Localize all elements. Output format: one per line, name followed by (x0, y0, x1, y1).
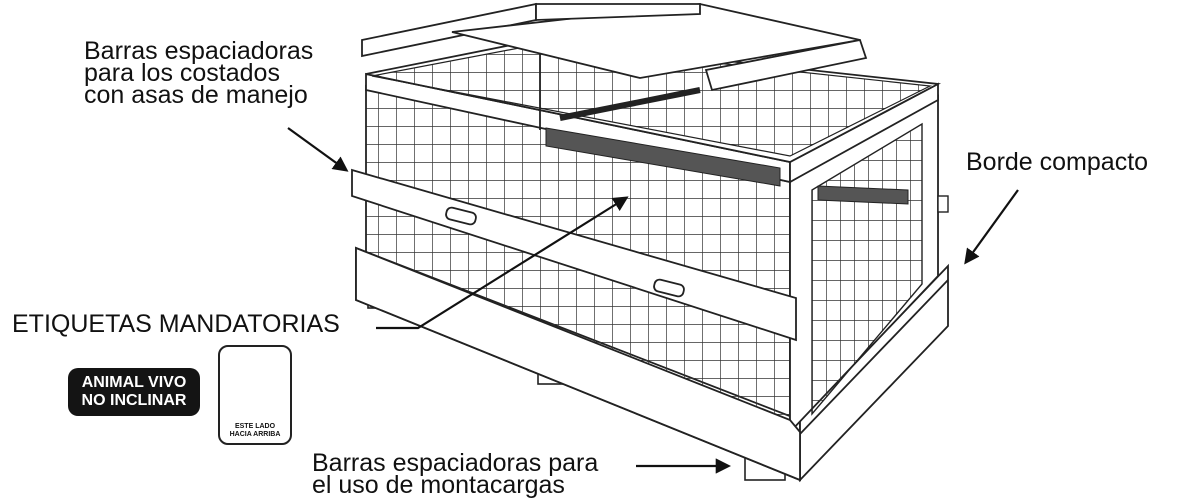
label-spacers-sides: Barras espaciadoras para los costados co… (84, 37, 314, 109)
this-side-up-text: ESTE LADO HACIA ARRIBA (220, 423, 290, 439)
arrow-spacers-sides (287, 127, 349, 172)
label-compact-border: Borde compacto (966, 148, 1149, 176)
arrow-mandatory-labels (376, 196, 629, 330)
this-side-up-badge: ESTE LADO HACIA ARRIBA (218, 345, 292, 445)
live-animal-badge-line-2: NO INCLINAR (81, 392, 187, 409)
live-animal-badge: ANIMAL VIVO NO INCLINAR (68, 368, 200, 416)
label-spacers-sides-line-3: con asas de manejo (84, 81, 308, 109)
live-animal-badge-line-1: ANIMAL VIVO (81, 374, 187, 391)
this-side-up-line-1: ESTE LADO (234, 423, 276, 430)
label-spacers-forklift-line-2: el uso de montacargas (312, 471, 565, 499)
label-spacers-forklift-line-1: Barras espaciadoras para (312, 449, 599, 477)
this-side-up-line-2: HACIA ARRIBA (229, 431, 281, 438)
arrow-compact-border (964, 189, 1019, 265)
label-mandatory-labels: ETIQUETAS MANDATORIAS (12, 310, 340, 338)
crate-front-board (355, 246, 801, 482)
crate-spacer-bar (351, 168, 797, 342)
label-spacers-sides-line-2: para los costados (84, 59, 280, 87)
side-latch (937, 195, 949, 213)
mandatory-label-strip (545, 127, 781, 187)
crate-lid (361, 2, 868, 92)
label-spacers-sides-line-1: Barras espaciadoras (84, 37, 314, 65)
crate-side-panel (789, 94, 939, 435)
label-spacers-forklift: Barras espaciadoras para el uso de monta… (312, 449, 599, 499)
pointer-arrows (287, 127, 1019, 474)
